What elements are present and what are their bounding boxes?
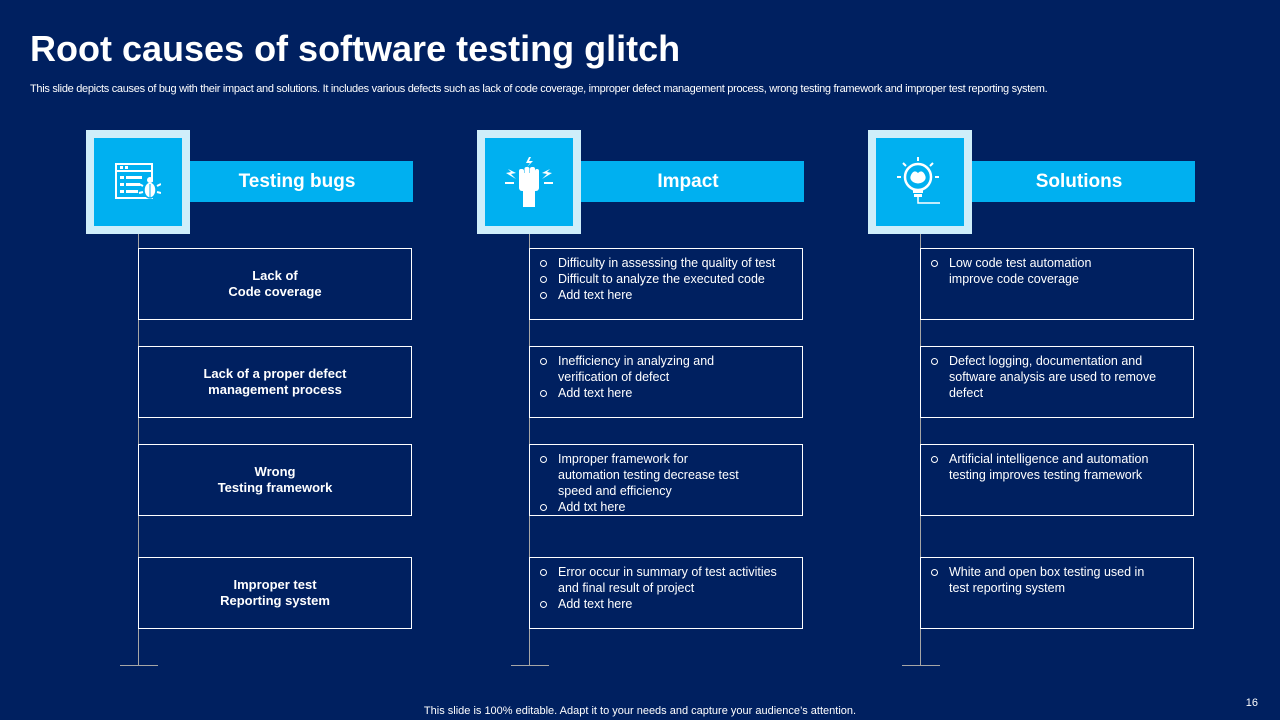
slide-subtitle: This slide depicts causes of bug with th… — [30, 83, 1048, 95]
column-solutions: Solutions Low code test automation impro… — [868, 130, 1198, 670]
card-text: Lack of — [252, 268, 298, 283]
bug-report-icon — [115, 163, 161, 199]
card-text: Testing framework — [217, 480, 333, 495]
list-item: Defect logging, documentation and softwa… — [931, 353, 1164, 401]
card-impact-4: Error occur in summary of test activitie… — [529, 557, 803, 629]
card-text: Reporting system — [220, 593, 330, 608]
icon-frame — [86, 130, 190, 234]
list-item: Add text here — [540, 596, 794, 612]
icon-frame — [477, 130, 581, 234]
column-impact: Impact Difficulty in assessing the quali… — [477, 130, 807, 670]
card-text: Lack of a proper defect — [203, 366, 347, 381]
list-item: Add text here — [540, 287, 794, 303]
header-solutions: Solutions — [963, 161, 1195, 202]
list-item: Improper framework for automation testin… — [540, 451, 748, 499]
fist-impact-icon — [505, 157, 553, 207]
header-impact: Impact — [572, 161, 804, 202]
card-solution-3: Artificial intelligence and automation t… — [920, 444, 1194, 516]
card-impact-2: Inefficiency in analyzing and verificati… — [529, 346, 803, 418]
card-text: Wrong — [254, 464, 296, 479]
list-item: Artificial intelligence and automation t… — [931, 451, 1174, 483]
page-number: 16 — [1245, 697, 1258, 709]
list-item: Difficulty in assessing the quality of t… — [540, 255, 794, 271]
lightbulb-brain-icon — [897, 157, 940, 204]
connector-base — [902, 665, 940, 666]
slide-title: Root causes of software testing glitch — [30, 28, 681, 69]
card-solution-4: White and open box testing used in test … — [920, 557, 1194, 629]
list-item: White and open box testing used in test … — [931, 564, 1164, 596]
list-item: Low code test automation improve code co… — [931, 255, 1124, 287]
list-item: Difficult to analyze the executed code — [540, 271, 794, 287]
icon-frame — [868, 130, 972, 234]
card-solution-2: Defect logging, documentation and softwa… — [920, 346, 1194, 418]
card-text: Improper test — [233, 577, 317, 592]
card-impact-3: Improper framework for automation testin… — [529, 444, 803, 516]
card-text: management process — [208, 382, 342, 397]
footer-note: This slide is 100% editable. Adapt it to… — [423, 705, 857, 717]
card-solution-1: Low code test automation improve code co… — [920, 248, 1194, 320]
connector-base — [120, 665, 158, 666]
list-item: Inefficiency in analyzing and verificati… — [540, 353, 738, 385]
header-testing-bugs: Testing bugs — [181, 161, 413, 202]
connector-base — [511, 665, 549, 666]
card-impact-1: Difficulty in assessing the quality of t… — [529, 248, 803, 320]
list-item: Error occur in summary of test activitie… — [540, 564, 796, 596]
list-item: Add txt here — [540, 499, 794, 515]
card-text: Code coverage — [228, 284, 322, 299]
list-item: Add text here — [540, 385, 794, 401]
